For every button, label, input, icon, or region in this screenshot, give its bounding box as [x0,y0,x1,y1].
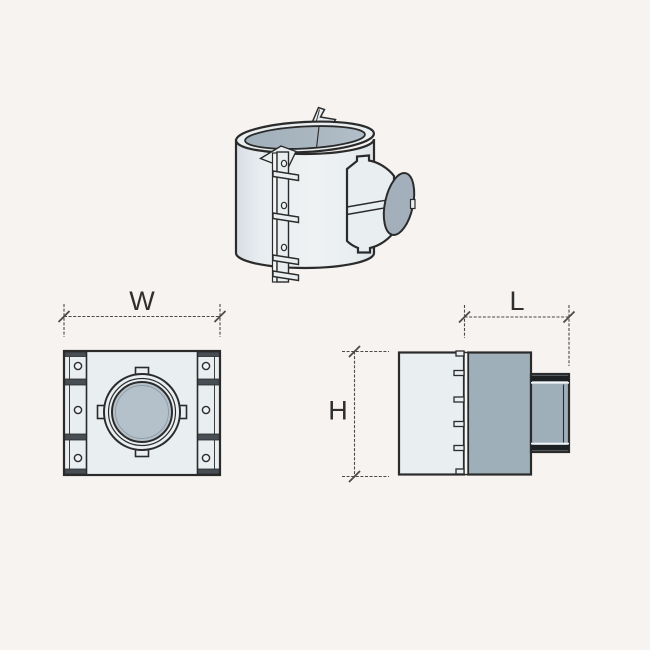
side-view [397,350,571,476]
front-port [96,366,188,458]
side-body [397,351,466,476]
port-middle-ring [107,377,177,447]
tick-slash [458,310,471,324]
tick-slash [348,470,361,483]
tick-slash [562,310,576,324]
flange-fin [272,254,300,266]
flange-tab [455,350,465,357]
outlet-band-line [346,206,391,216]
length-label: L [509,286,524,316]
outlet-face-nub [409,198,416,210]
side-outlet-profile [466,351,533,476]
dimension-width: W [57,286,227,337]
height-label: H [328,396,348,426]
clamp-flange [258,145,300,283]
flange-tab [453,396,465,403]
bolt-hole [73,453,83,463]
stub-bottom-band [531,445,569,451]
dimension-length: L [458,286,576,366]
outlet-collar [345,154,396,254]
outlet [345,154,416,254]
port-opening-disc [111,381,173,443]
strip-rib [197,351,220,357]
clamp-seam-line [315,126,320,149]
flange-tab [453,420,465,428]
front-view [62,349,222,477]
bolt-hole [73,405,83,415]
stub-top-band [531,375,569,381]
flange-end-fin [272,270,300,282]
bolt-hole [201,405,211,415]
port-inner-ring [115,385,169,439]
flange-tab [453,369,465,377]
flange-fin [272,170,300,182]
strip-rib [64,378,87,386]
cylinder-opening [244,125,366,150]
bolt-hole [73,361,83,371]
strip-rib [64,351,87,357]
outlet-band-line [346,198,391,208]
stub-body [529,372,571,454]
side-flange-edge [463,351,469,476]
flange-tab [453,444,465,452]
bolt-hole [201,453,211,463]
bolt-hole [280,243,288,252]
rim-tab-fold-line [315,109,320,123]
strip-rib [197,433,220,441]
strip-rib [64,433,87,441]
tick-slash [57,310,71,323]
width-label: W [129,286,155,316]
strip-rib [197,468,220,475]
bolt-hole [280,201,288,210]
strip-rib [64,468,87,475]
tick-slash [213,310,227,323]
flange-tab [455,468,465,475]
tick-slash [348,345,361,358]
bolt-hole [280,159,288,168]
side-pipe-stub [529,372,571,454]
flange-fin [272,212,300,224]
isometric-view [234,106,416,283]
bolt-hole [201,361,211,371]
dimension-height: H [328,345,389,483]
strip-rib [197,378,220,386]
